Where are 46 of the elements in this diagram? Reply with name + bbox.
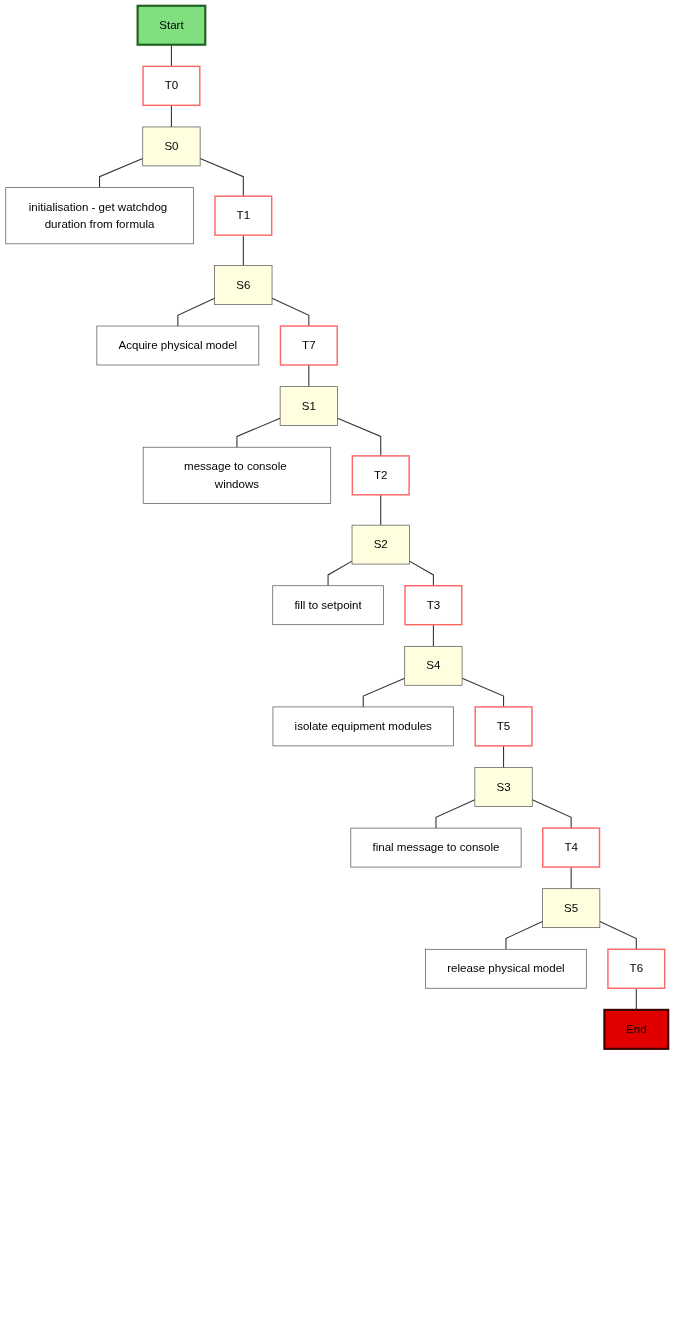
node-box: isolate equipment modules xyxy=(272,706,454,747)
node-box: S3 xyxy=(474,767,533,807)
node-box: release physical model xyxy=(425,948,587,989)
connector xyxy=(362,677,406,708)
node-box: T5 xyxy=(474,706,533,747)
connector xyxy=(337,417,382,457)
connector xyxy=(177,297,216,327)
node-box: S1 xyxy=(279,386,338,426)
node-box: S4 xyxy=(404,645,463,686)
node-box: initialisation - get watchdog duration from formula xyxy=(5,187,194,245)
connector xyxy=(503,745,505,769)
connector xyxy=(271,297,310,327)
connector xyxy=(99,158,144,189)
node-box: T1 xyxy=(214,195,273,236)
connector xyxy=(380,494,382,526)
node-box: S2 xyxy=(351,524,410,565)
connector xyxy=(570,866,572,890)
connector xyxy=(242,234,244,266)
connector xyxy=(432,624,434,647)
node-box: final message to console xyxy=(350,827,522,868)
node-box: message to console windows xyxy=(142,446,332,504)
node-box: End xyxy=(603,1008,670,1050)
connector xyxy=(461,677,505,708)
connector xyxy=(236,417,281,448)
node-box: T7 xyxy=(279,325,338,366)
node-box: T6 xyxy=(607,948,666,989)
node-box: T2 xyxy=(351,455,410,496)
connector xyxy=(408,560,434,587)
connector xyxy=(327,560,353,587)
node-box: T3 xyxy=(404,585,463,626)
connector xyxy=(170,44,172,67)
node-box: S5 xyxy=(542,888,601,928)
connector xyxy=(505,921,543,950)
node-box: Acquire physical model xyxy=(96,325,260,366)
connector xyxy=(308,364,310,388)
node-box: T0 xyxy=(142,65,201,107)
connector xyxy=(599,921,637,950)
node-box: T4 xyxy=(542,827,601,868)
node-box: fill to setpoint xyxy=(272,585,384,626)
connector xyxy=(170,104,172,128)
connector xyxy=(435,799,476,829)
node-box: Start xyxy=(136,4,207,46)
connector xyxy=(199,158,244,197)
node-box: S0 xyxy=(142,126,201,167)
node-box: S6 xyxy=(214,265,273,305)
connector xyxy=(531,799,572,829)
